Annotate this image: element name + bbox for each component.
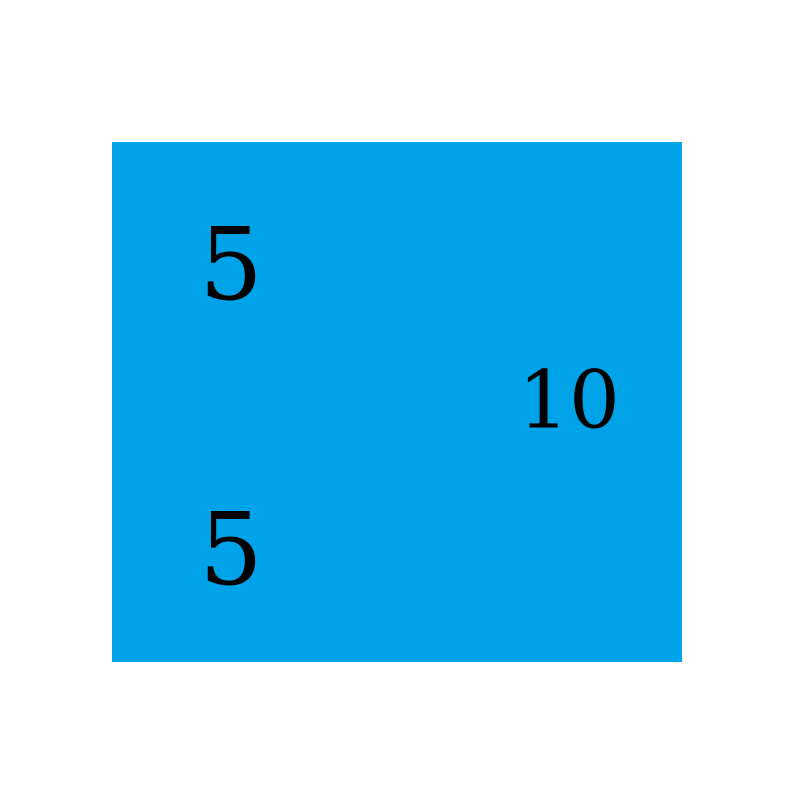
treemap-label-5-top: 5: [199, 206, 263, 323]
treemap-label-5-bottom: 5: [199, 491, 263, 608]
treemap-label-10: 10: [518, 353, 620, 447]
treemap-rect: [112, 142, 682, 662]
